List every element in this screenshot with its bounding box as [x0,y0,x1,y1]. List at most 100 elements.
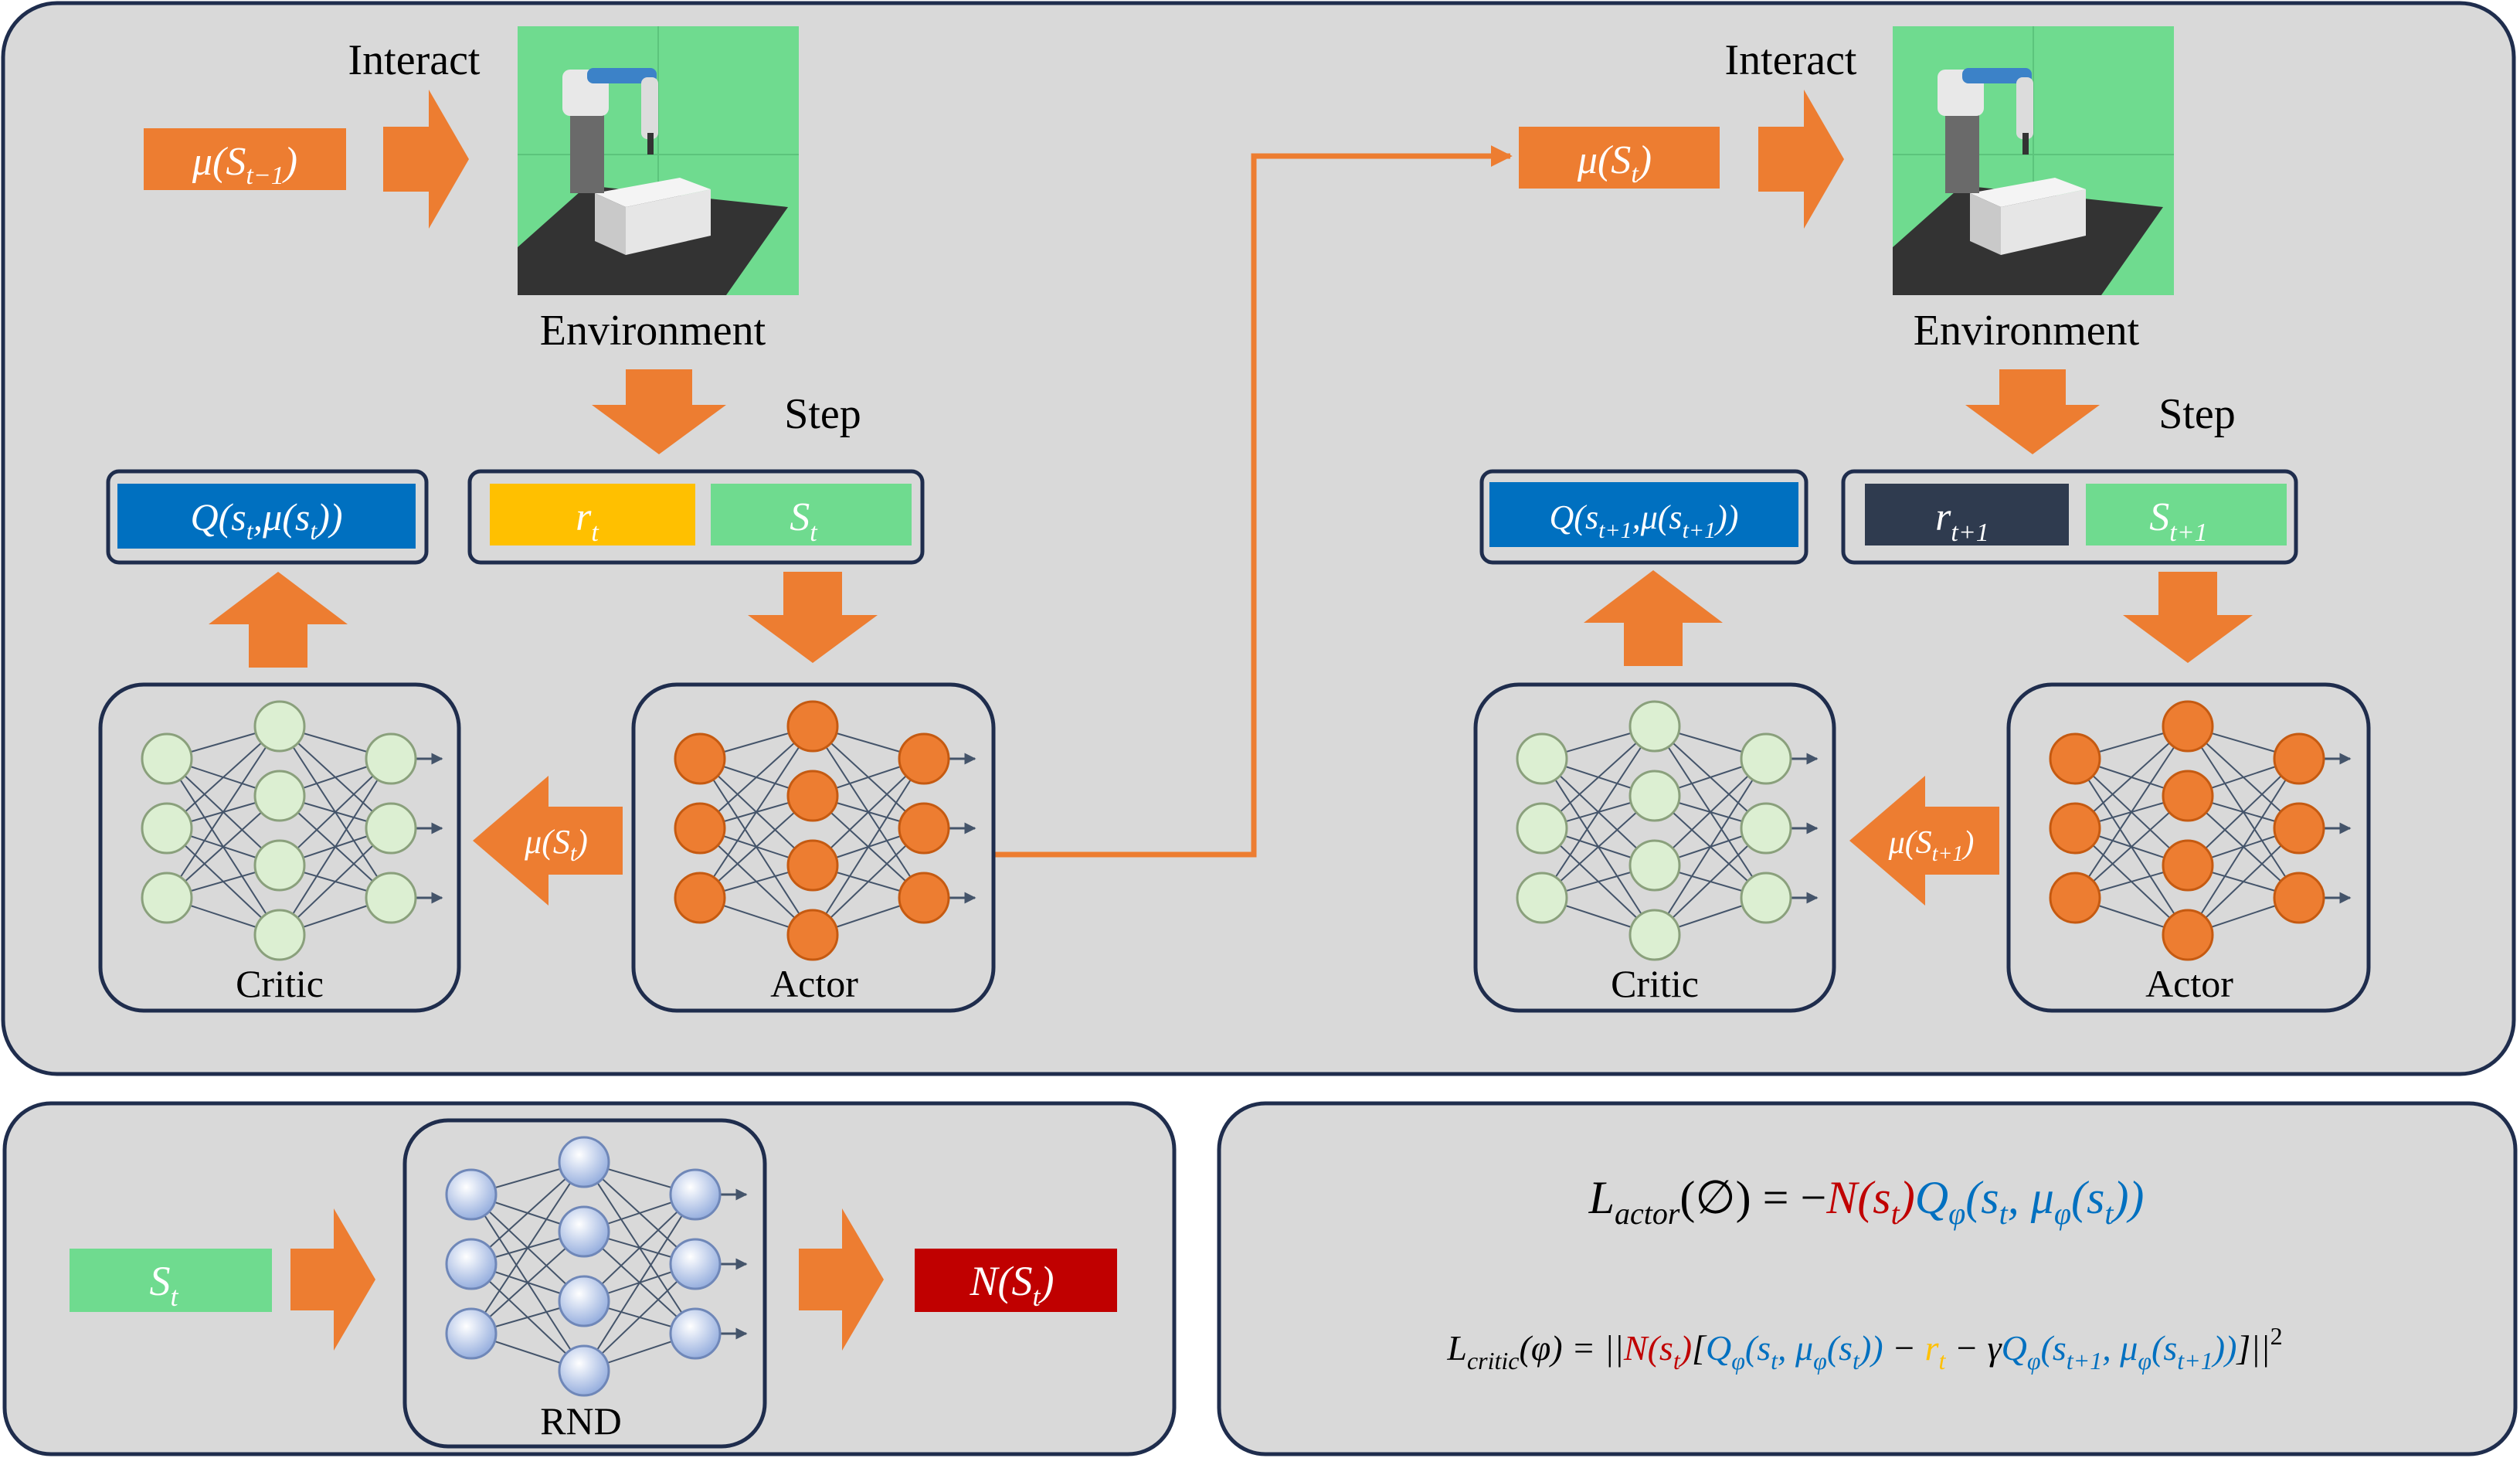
environment-image [1893,26,2174,295]
nn-node [2049,872,2101,924]
nn-node [2162,839,2214,892]
left-step-group: Interact μ(St−1) Environment Step Q(st,μ… [98,26,996,1013]
actor-label: Actor [770,962,858,1005]
nn-node [445,1307,498,1360]
policy-arrow-label: μ(St+1) [1888,825,1975,866]
nn-edge [1654,758,1767,936]
state-label: St [790,495,818,547]
nn-node [365,802,417,855]
nn-node [558,1205,610,1258]
critic-to-q-arrow [209,572,348,668]
interact-arrow [1758,90,1844,229]
step-arrow [592,369,726,454]
nn-node [1516,802,1568,855]
nn-edge [699,726,813,899]
nn-node [898,872,950,924]
nn-node [445,1168,498,1221]
nn-node [1516,872,1568,924]
nn-node [786,700,839,753]
critic-network [1516,700,1819,961]
nn-node [1740,872,1792,924]
actor-loss-equation: Lactor(∅) = −N(st)Qφ(st, μφ(st)) [1588,1172,2145,1231]
nn-node [253,909,306,961]
nn-node [669,1238,722,1290]
state-box [2086,484,2287,545]
rnd-input-box [70,1249,272,1312]
step-label: Step [784,390,861,438]
critic-label: Critic [1611,962,1699,1005]
nn-node [2162,770,2214,822]
q-value-box [1489,482,1798,547]
q-value-box [117,484,416,549]
state-to-actor-arrow [2123,572,2253,663]
rnd-input-arrow [290,1208,375,1351]
nn-node [2273,802,2325,855]
reward-label: rt+1 [1935,495,1989,547]
novelty-box [915,1249,1117,1312]
nn-node [669,1168,722,1221]
nn-node [898,732,950,785]
critic-network [141,700,443,961]
nn-node [2049,802,2101,855]
critic-to-q-arrow [1584,570,1723,666]
action-box [144,128,346,190]
policy-arrow [473,776,623,906]
nn-node [1516,732,1568,785]
rnd-input-label: St [149,1258,178,1312]
actor-network [674,700,976,961]
nn-node [786,770,839,822]
q-value-label: Q(st,μ(st)) [190,495,342,545]
actor-to-next-action-line [994,145,1513,858]
nn-edge [470,1161,585,1334]
reward-box [1865,484,2069,545]
nn-node [141,732,193,785]
nn-node [786,839,839,892]
nn-node [2273,872,2325,924]
rnd-network [445,1136,748,1397]
environment-image [518,26,799,295]
q-value-label: Q(st+1,μ(st+1)) [1550,498,1739,543]
reward-box [490,484,695,545]
nn-edge [583,1194,696,1371]
actor-network [2049,700,2352,961]
nn-node [2049,732,2101,785]
nn-node [1740,802,1792,855]
interact-label: Interact [1725,36,1857,84]
state-label: St+1 [2149,495,2207,547]
nn-node [674,872,726,924]
nn-node [2162,909,2214,961]
nn-node [365,872,417,924]
nn-node [1740,732,1792,785]
action-label: μ(St−1) [192,140,297,190]
nn-edge [1541,726,1656,899]
action-box [1519,127,1720,189]
nn-node [141,872,193,924]
nn-node [1628,770,1681,822]
nn-node [558,1275,610,1327]
nn-edge [166,726,280,899]
interact-label: Interact [348,36,481,84]
rnd-output-arrow [799,1208,884,1351]
loss-panel [1217,1101,2518,1456]
nn-edge [279,758,392,936]
reward-label: rt [576,495,599,547]
nn-node [253,770,306,822]
nn-node [253,839,306,892]
policy-arrow [1849,776,1999,906]
nn-node [674,732,726,785]
nn-node [669,1307,722,1360]
environment-label: Environment [540,307,766,355]
environment-label: Environment [1914,307,2140,355]
rnd-group: St RND N(St) [70,1118,1117,1449]
step-label: Step [2158,390,2236,438]
nn-edge [812,758,925,936]
nn-node [674,802,726,855]
nn-node [558,1344,610,1397]
critic-loss-equation: Lcritic(φ) = ||N(st)[Qφ(st, μφ(st)) − rt… [1446,1322,2282,1375]
nn-edge [2187,758,2300,936]
action-label: μ(St) [1577,138,1652,189]
nn-node [786,909,839,961]
nn-node [445,1238,498,1290]
state-to-actor-arrow [748,572,878,663]
